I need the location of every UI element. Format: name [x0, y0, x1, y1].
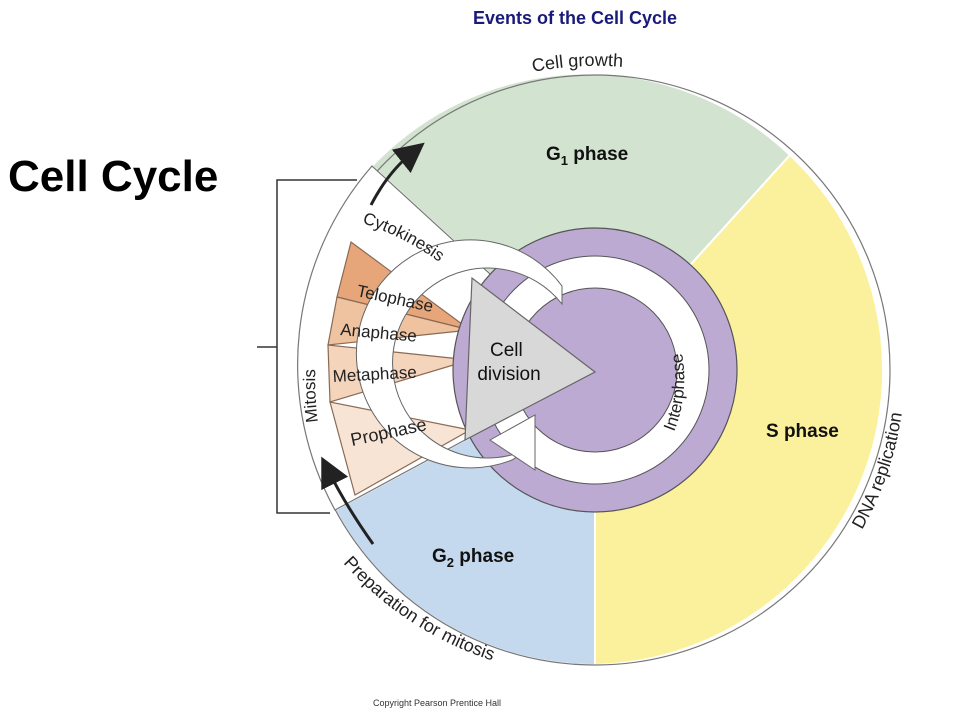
mitosis-entry-arrow — [321, 456, 375, 545]
cell-division-wedge — [464, 276, 597, 442]
interphase-cycle-arrow — [355, 239, 563, 469]
g1-phase-label: G1 phase — [546, 144, 628, 168]
g2-phase-label: G2 phase — [432, 546, 514, 570]
g1-sector — [370, 72, 792, 372]
metaphase-label: Metaphase — [332, 363, 417, 386]
copyright-notice: Copyright Pearson Prentice Hall — [373, 698, 502, 708]
mitosis-label: Mitosis — [300, 369, 322, 424]
diagram-header-title: Events of the Cell Cycle — [472, 8, 678, 28]
cell-growth-label: Cell growth — [530, 50, 624, 76]
s-phase-label: S phase — [766, 421, 839, 442]
s-phase-sector — [594, 153, 885, 667]
slide-title: Cell Cycle — [8, 152, 219, 201]
cell-division-label: Cell division — [477, 340, 540, 385]
interphase-arrow-head — [489, 414, 536, 471]
growth-arrow — [369, 142, 425, 206]
